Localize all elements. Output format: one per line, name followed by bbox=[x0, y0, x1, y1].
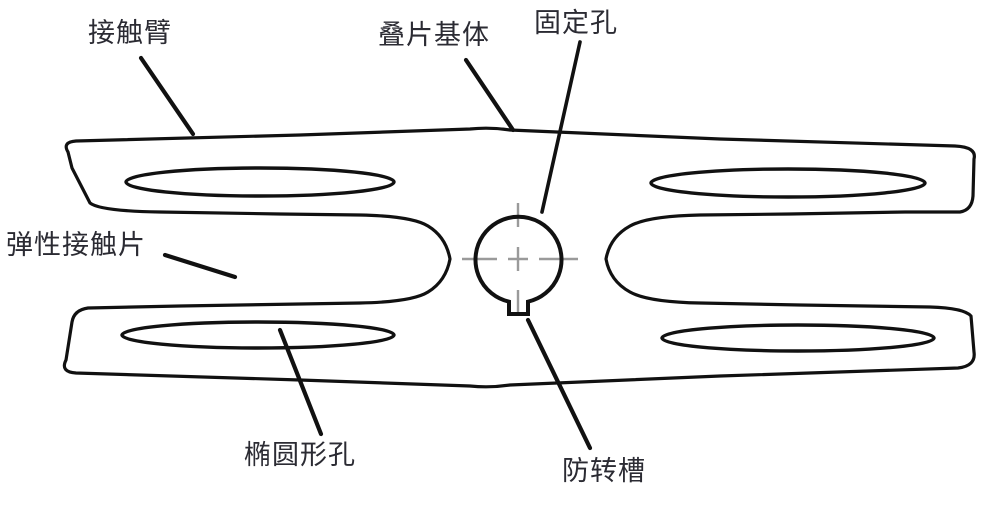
leader-contact-arm bbox=[138, 55, 196, 137]
leader-fixing-hole bbox=[540, 40, 582, 214]
elliptical-hole-lower-right bbox=[660, 323, 936, 353]
label-anti-rotation-slot: 防转槽 bbox=[562, 456, 646, 487]
leader-elliptical-hole bbox=[277, 327, 324, 437]
laminated-base-outline bbox=[62, 126, 976, 389]
label-elliptical-hole: 椭圆形孔 bbox=[244, 440, 356, 471]
leader-laminated-base bbox=[463, 57, 516, 133]
label-elastic-contact-piece: 弹性接触片 bbox=[6, 230, 146, 261]
elliptical-hole-upper-left bbox=[124, 166, 396, 198]
leader-lines bbox=[138, 40, 593, 451]
label-laminated-base: 叠片基体 bbox=[378, 20, 490, 51]
fixing-hole-with-anti-rotation-slot bbox=[473, 214, 564, 316]
label-contact-arm: 接触臂 bbox=[88, 18, 172, 49]
elliptical-hole-lower-left bbox=[120, 320, 396, 350]
leader-elastic-contact-piece bbox=[162, 252, 238, 280]
leader-anti-rotation-slot bbox=[525, 317, 593, 451]
label-fixing-hole: 固定孔 bbox=[534, 8, 618, 39]
elliptical-hole-upper-right bbox=[649, 167, 927, 199]
